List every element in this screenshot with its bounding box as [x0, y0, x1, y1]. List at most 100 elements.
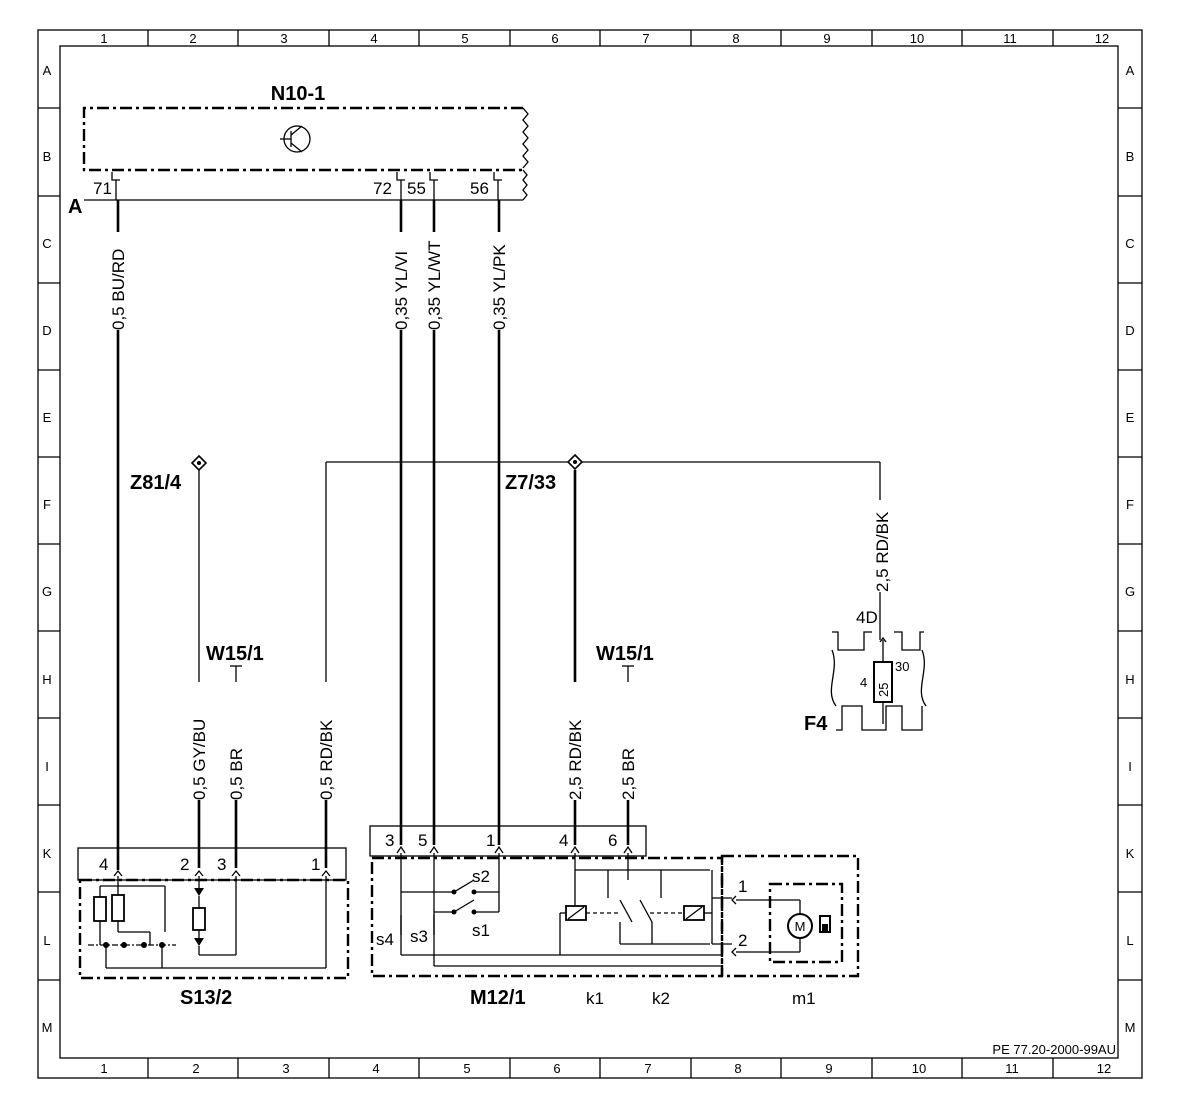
row-right-d: D: [1125, 323, 1134, 338]
motor-pin-2: 2: [738, 931, 747, 950]
wire-0-35-yl-pk: 0,35 YL/PK: [490, 244, 509, 330]
relay-k2-label: k2: [652, 989, 670, 1008]
wire-0-5-gy-bu: 0,5 GY/BU: [190, 719, 209, 800]
m12-1-motor-assembly: 3 5 1 4 6: [369, 825, 860, 978]
s13-pin-3: 3: [217, 855, 226, 874]
row-left-b: B: [43, 149, 52, 164]
s13-2-label: S13/2: [180, 987, 232, 1009]
n10-pin-71: 71: [93, 179, 112, 198]
f4-label: F4: [804, 713, 828, 735]
col-bottom-1: 1: [100, 1061, 107, 1076]
m12-pin-1: 1: [486, 831, 495, 850]
row-left-i: I: [45, 759, 49, 774]
row-right-f: F: [1126, 497, 1134, 512]
z81-4-label: Z81/4: [130, 472, 182, 494]
w15-1-left-ground: [230, 665, 242, 682]
col-top-2: 2: [189, 31, 196, 46]
fuse-rating-25: 25: [876, 683, 891, 697]
n10-pin-56: 56: [470, 179, 489, 198]
m12-pin-3: 3: [385, 831, 394, 850]
col-bottom-5: 5: [463, 1061, 470, 1076]
w15-1-left-label: W15/1: [206, 643, 264, 665]
wire-0-5-bu-rd: 0,5 BU/RD: [109, 249, 128, 330]
row-right-b: B: [1126, 149, 1135, 164]
wire-0-5-rd-bk: 0,5 RD/BK: [317, 719, 336, 800]
n10-pin-55: 55: [407, 179, 426, 198]
row-right-a: A: [1126, 63, 1135, 78]
frame: [37, 29, 1143, 1079]
col-bottom-11: 11: [1005, 1061, 1019, 1076]
row-left-d: D: [42, 323, 51, 338]
row-left-a: A: [43, 63, 52, 78]
col-top-1: 1: [100, 31, 107, 46]
switch-s2-label: s2: [472, 867, 490, 886]
n10-pin-72: 72: [373, 179, 392, 198]
column-ruler: 1 2 3 4 5 6 7 8 9 10 11 12 1 2 3 4 5 6 7…: [100, 30, 1111, 1078]
col-top-3: 3: [280, 31, 287, 46]
wire-2-5-br: 2,5 BR: [619, 748, 638, 800]
wire-0-35-yl-wt: 0,35 YL/WT: [425, 241, 444, 330]
row-right-h: H: [1125, 672, 1134, 687]
row-right-k: K: [1126, 846, 1135, 861]
s13-pin-4: 4: [99, 855, 108, 874]
motor-pin-1: 1: [738, 877, 747, 896]
fuse-slot-4d: 4D: [856, 608, 878, 627]
row-left-h: H: [42, 672, 51, 687]
m12-pin-4: 4: [559, 831, 568, 850]
connector-a-label: A: [68, 196, 82, 218]
w15-1-right-ground: [622, 665, 634, 682]
col-bottom-6: 6: [553, 1061, 560, 1076]
transistor-icon: [280, 125, 311, 153]
row-right-l: L: [1126, 933, 1133, 948]
row-right-e: E: [1126, 410, 1135, 425]
row-left-e: E: [43, 410, 52, 425]
switch-s3-label: s3: [410, 927, 428, 946]
fuse-left-4: 4: [860, 675, 867, 690]
fuse-right-30: 30: [895, 659, 909, 674]
col-bottom-7: 7: [644, 1061, 651, 1076]
col-bottom-2: 2: [192, 1061, 199, 1076]
col-bottom-12: 12: [1097, 1061, 1111, 1076]
f4-fuse-block: [830, 631, 927, 731]
col-top-6: 6: [551, 31, 558, 46]
col-bottom-9: 9: [825, 1061, 832, 1076]
n10-1-label: N10-1: [271, 83, 325, 105]
row-right-i: I: [1128, 759, 1132, 774]
col-bottom-3: 3: [282, 1061, 289, 1076]
row-left-l: L: [43, 933, 50, 948]
m12-pin-5: 5: [418, 831, 427, 850]
s13-2-switch: 4 2 3 1: [77, 847, 350, 980]
col-top-5: 5: [461, 31, 468, 46]
col-bottom-4: 4: [372, 1061, 379, 1076]
row-left-g: G: [42, 584, 52, 599]
wire-0-5-br: 0,5 BR: [227, 748, 246, 800]
row-right-g: G: [1125, 584, 1135, 599]
switch-s4-label: s4: [376, 930, 394, 949]
col-top-9: 9: [823, 31, 830, 46]
m12-1-label: M12/1: [470, 987, 526, 1009]
s13-pin-1: 1: [311, 855, 320, 874]
col-top-8: 8: [732, 31, 739, 46]
col-top-7: 7: [642, 31, 649, 46]
wire-2-5-rd-bk-motor: 2,5 RD/BK: [566, 719, 585, 800]
row-ruler: A B C D E F G H I K L M A B C D E F G H …: [38, 63, 1142, 1035]
motor-m-label: M: [795, 919, 806, 934]
col-top-12: 12: [1095, 31, 1109, 46]
z81-4-splice: [190, 454, 208, 682]
row-left-f: F: [43, 497, 51, 512]
m12-pin-6: 6: [608, 831, 617, 850]
row-left-m: M: [42, 1020, 53, 1035]
row-left-c: C: [42, 236, 51, 251]
row-right-c: C: [1125, 236, 1134, 251]
col-top-11: 11: [1003, 31, 1017, 46]
relay-k1-label: k1: [586, 989, 604, 1008]
document-code: PE 77.20-2000-99AU: [992, 1042, 1116, 1057]
s13-pin-2: 2: [180, 855, 189, 874]
z7-33-label: Z7/33: [505, 472, 556, 494]
col-bottom-10: 10: [912, 1061, 926, 1076]
motor-m1-label: m1: [792, 989, 816, 1008]
col-top-4: 4: [370, 31, 377, 46]
w15-1-right-label: W15/1: [596, 643, 654, 665]
wire-2-5-rd-bk-fuse: 2,5 RD/BK: [873, 511, 892, 592]
